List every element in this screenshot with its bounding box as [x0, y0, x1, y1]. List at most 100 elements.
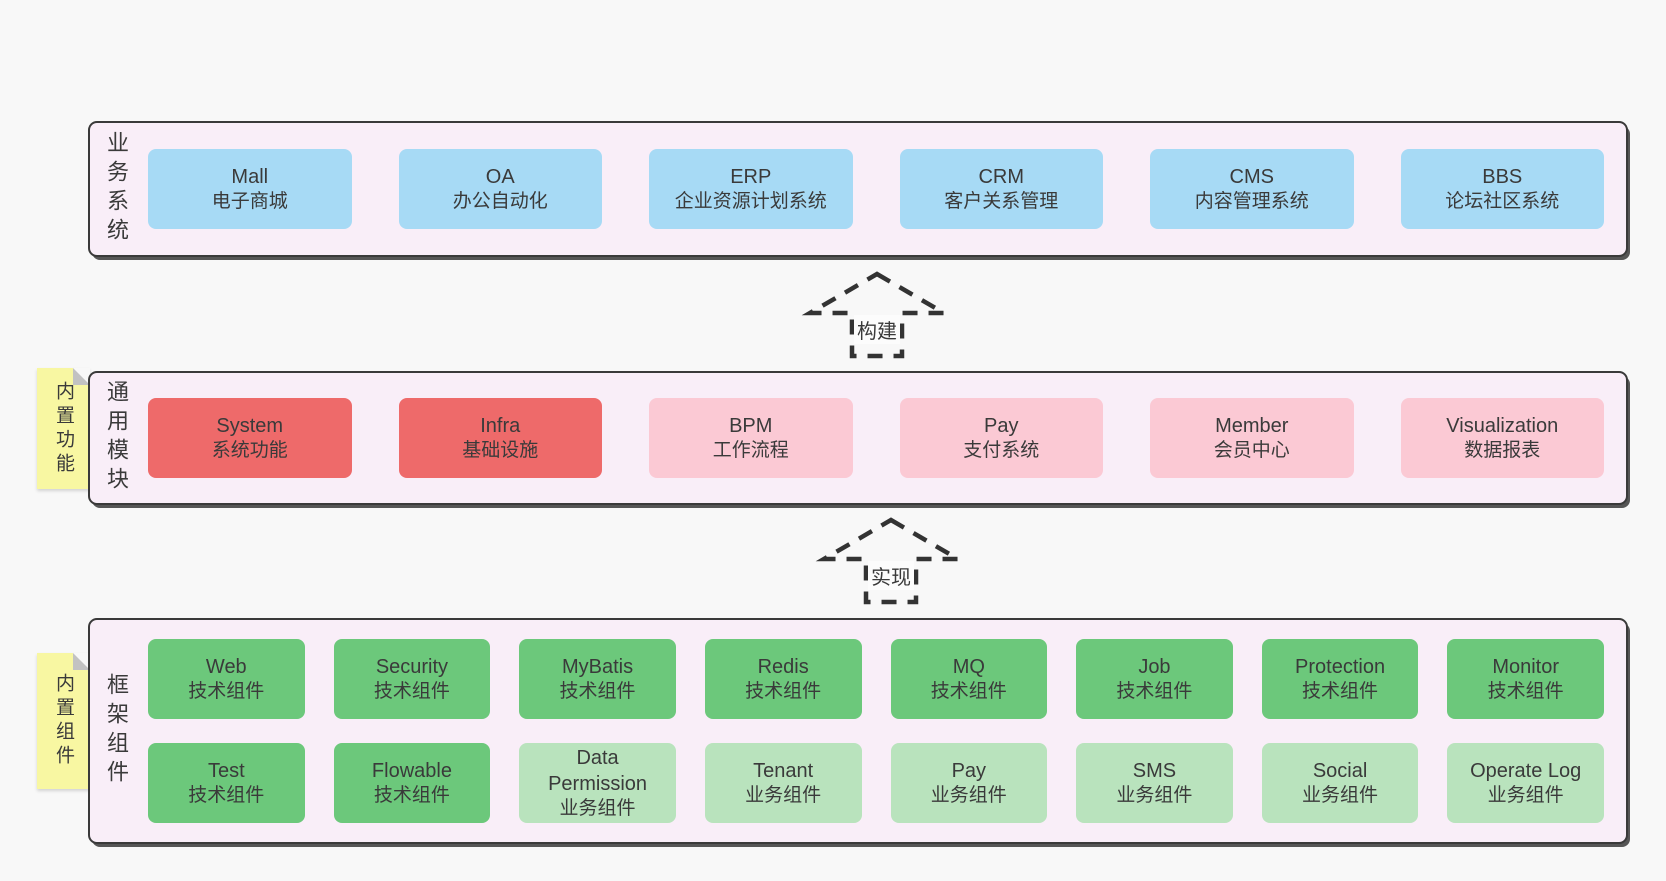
box-title: BPM [729, 414, 773, 437]
box-title: Social [1312, 759, 1368, 782]
box-title: Job [1138, 655, 1171, 678]
box-subtitle: 技术组件 [930, 680, 1007, 702]
layer-label: 框架组件 [104, 673, 129, 789]
box-subtitle: 支付系统 [963, 439, 1040, 461]
box-subtitle: 技术组件 [188, 680, 265, 702]
box-subtitle: 技术组件 [373, 784, 450, 806]
box-title: Tenant [753, 759, 814, 782]
box-title: Infra [480, 414, 521, 437]
sticky-note-builtin-components: 内置组件 [37, 653, 90, 789]
box-subtitle: 办公自动化 [452, 190, 548, 212]
box-title: Pay [951, 759, 987, 782]
box-title: Member [1215, 414, 1289, 437]
sticky-label: 内置组件 [53, 673, 74, 769]
box-title: Redis [757, 655, 809, 678]
box-title: Web [205, 655, 247, 678]
box-title: Visualization [1446, 414, 1559, 437]
box-subtitle: 系统功能 [211, 439, 288, 461]
box-title: Operate Log [1470, 759, 1582, 782]
box-title: System [216, 414, 284, 437]
layer-label: 业务系统 [104, 131, 129, 247]
folded-corner-icon [73, 653, 90, 670]
box-title: BBS [1482, 165, 1523, 188]
box-title: Pay [984, 414, 1019, 437]
box-subtitle: 论坛社区系统 [1445, 190, 1560, 212]
box-title: CRM [978, 165, 1025, 188]
box-subtitle: 电子商城 [211, 190, 288, 212]
box-subtitle: 技术组件 [1487, 680, 1564, 702]
box-title: Test [207, 759, 245, 782]
folded-corner-icon [73, 368, 90, 385]
box-subtitle: 数据报表 [1464, 439, 1541, 461]
box-subtitle: 内容管理系统 [1194, 190, 1309, 212]
box-title: Mall [231, 165, 269, 188]
box-title: MyBatis [562, 655, 634, 678]
box-subtitle: 技术组件 [1302, 680, 1379, 702]
box-subtitle: 业务组件 [930, 784, 1007, 806]
box-title: ERP [730, 165, 772, 188]
arrow-up-implement: 实现 [815, 516, 967, 606]
box-subtitle: 客户关系管理 [944, 190, 1059, 212]
box-subtitle: 业务组件 [1487, 784, 1564, 806]
sticky-note-builtin-features: 内置功能 [37, 368, 90, 489]
box-title: Monitor [1492, 655, 1560, 678]
box-subtitle: 技术组件 [559, 680, 636, 702]
box-subtitle: 基础设施 [462, 439, 539, 461]
box-subtitle: 企业资源计划系统 [674, 190, 827, 212]
arrow-up-build: 构建 [801, 270, 953, 360]
sticky-label: 内置功能 [53, 380, 74, 477]
box-subtitle: 业务组件 [745, 784, 822, 806]
box-subtitle: 会员中心 [1213, 439, 1290, 461]
box-title: SMS [1132, 759, 1177, 782]
arrow-label: 实现 [868, 561, 914, 590]
box-subtitle: 技术组件 [745, 680, 822, 702]
layer-label: 通用模块 [104, 380, 129, 496]
box-subtitle: 工作流程 [712, 439, 789, 461]
box-subtitle: 技术组件 [188, 784, 265, 806]
box-title: CMS [1229, 165, 1274, 188]
arrow-label: 构建 [854, 315, 900, 344]
box-subtitle: 业务组件 [559, 797, 636, 819]
box-title: Protection [1295, 655, 1386, 678]
box-title: Flowable [371, 759, 452, 782]
box-title: MQ [952, 655, 985, 678]
dashed-up-arrow-icon [801, 271, 953, 359]
box-subtitle: 业务组件 [1116, 784, 1193, 806]
box-title: Security [375, 655, 449, 678]
